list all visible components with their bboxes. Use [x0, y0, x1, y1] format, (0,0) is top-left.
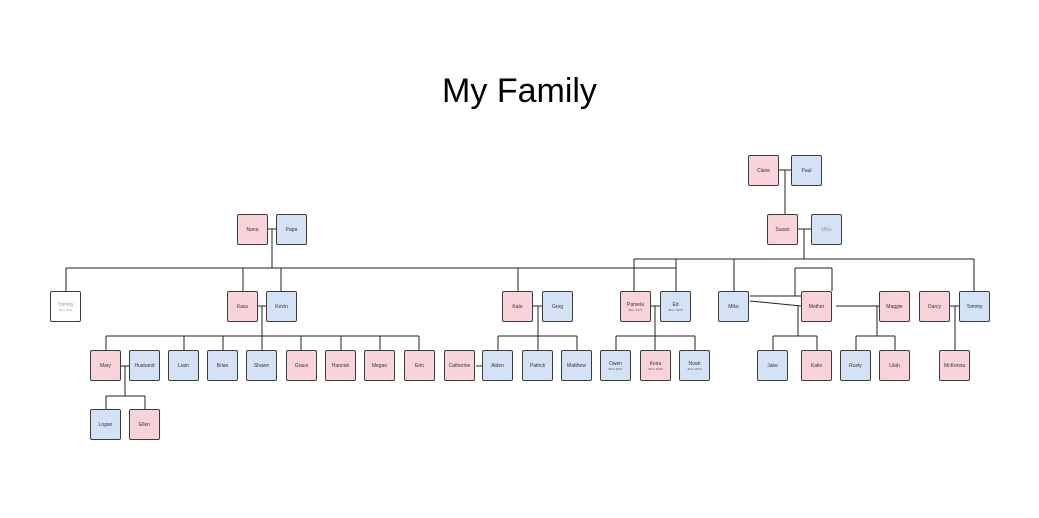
person-name: Papa	[285, 226, 298, 233]
person-name: Mary	[99, 362, 112, 369]
person-darcy[interactable]: Darcy	[919, 291, 950, 322]
person-patrick[interactable]: Patrick	[522, 350, 553, 381]
person-name: Paul	[801, 167, 812, 174]
person-shawn[interactable]: Shawn	[246, 350, 277, 381]
person-birth-year: Born 1977	[628, 307, 643, 312]
person-name: Darcy	[927, 303, 942, 310]
person-name: Erin	[415, 362, 424, 369]
person-hannah[interactable]: Hannah	[325, 350, 356, 381]
person-megan[interactable]: Megan	[364, 350, 395, 381]
person-mike-sr[interactable]: Mike	[811, 214, 842, 245]
person-name: Mike	[728, 303, 739, 310]
person-jake[interactable]: Jake	[757, 350, 788, 381]
person-catherine[interactable]: Catherine	[444, 350, 475, 381]
person-aiden[interactable]: Aiden	[482, 350, 513, 381]
person-name: Lilah	[889, 362, 900, 369]
person-maggie[interactable]: Maggie	[879, 291, 910, 322]
person-name: Katie	[810, 362, 823, 369]
person-name: Tommy	[966, 303, 983, 310]
person-name: Kate	[512, 303, 523, 310]
person-birth-year: Born 2015	[687, 366, 702, 371]
person-erin[interactable]: Erin	[404, 350, 435, 381]
person-name: Mother	[808, 303, 825, 310]
person-name: Claire	[756, 167, 771, 174]
person-matthew[interactable]: Matthew	[561, 350, 592, 381]
person-brian[interactable]: Brian	[207, 350, 238, 381]
person-rusty[interactable]: Rusty	[840, 350, 871, 381]
person-name: Brian	[216, 362, 229, 369]
person-name: Maggie	[886, 303, 903, 310]
person-mckenna[interactable]: McKenna	[939, 350, 970, 381]
page-title: My Family	[442, 72, 597, 110]
person-mother[interactable]: Mother	[801, 291, 832, 322]
person-birth-year: Born 1978	[668, 307, 683, 312]
person-birth-year: Born 2011	[58, 307, 73, 312]
person-paul[interactable]: Paul	[791, 155, 822, 186]
person-claire[interactable]: Claire	[748, 155, 779, 186]
person-kevin[interactable]: Kevin	[266, 291, 297, 322]
person-grace[interactable]: Grace	[286, 350, 317, 381]
person-name: Catherine	[448, 362, 471, 369]
person-name: Rusty	[849, 362, 862, 369]
person-mike[interactable]: Mike	[718, 291, 749, 322]
person-lilah[interactable]: Lilah	[879, 350, 910, 381]
person-mary[interactable]: Mary	[90, 350, 121, 381]
person-name: Logan	[98, 421, 113, 428]
person-name: McKenna	[943, 362, 966, 369]
person-name: Matthew	[567, 362, 586, 369]
person-name: Jake	[767, 362, 778, 369]
person-tommy-2[interactable]: Tommy	[959, 291, 990, 322]
person-ellen[interactable]: Ellen	[129, 409, 160, 440]
person-birth-year: Born 2007	[608, 366, 623, 371]
person-name: Husband	[134, 362, 155, 369]
person-name: Hannah	[331, 362, 350, 369]
person-name: Ellen	[138, 421, 151, 428]
person-name: Greg	[551, 303, 564, 310]
person-name: Noah	[688, 360, 701, 367]
person-name: Keira	[649, 360, 662, 367]
person-name: Mike	[821, 226, 832, 233]
person-name: Ed	[672, 301, 679, 308]
person-liam[interactable]: Liam	[168, 350, 199, 381]
person-name: Aiden	[491, 362, 504, 369]
person-logan[interactable]: Logan	[90, 409, 121, 440]
person-birth-year: Born 2008	[648, 366, 663, 371]
person-name: Patrick	[529, 362, 546, 369]
person-kate[interactable]: Kate	[502, 291, 533, 322]
person-name: Kevin	[275, 303, 288, 310]
person-susan[interactable]: Susan	[767, 214, 798, 245]
person-nana[interactable]: Nana	[237, 214, 268, 245]
person-kass[interactable]: Kass	[227, 291, 258, 322]
person-katie[interactable]: Katie	[801, 350, 832, 381]
person-greg[interactable]: Greg	[542, 291, 573, 322]
person-papa[interactable]: Papa	[276, 214, 307, 245]
person-name: Kass	[236, 303, 249, 310]
person-husband[interactable]: Husband	[129, 350, 160, 381]
person-name: Owen	[608, 360, 623, 367]
person-name: Tommy	[57, 301, 74, 308]
person-name: Liam	[178, 362, 189, 369]
person-name: Megan	[371, 362, 388, 369]
person-name: Nana	[246, 226, 259, 233]
person-name: Susan	[775, 226, 790, 233]
person-name: Shawn	[253, 362, 270, 369]
person-name: Pamela	[627, 301, 644, 308]
person-name: Grace	[294, 362, 309, 369]
